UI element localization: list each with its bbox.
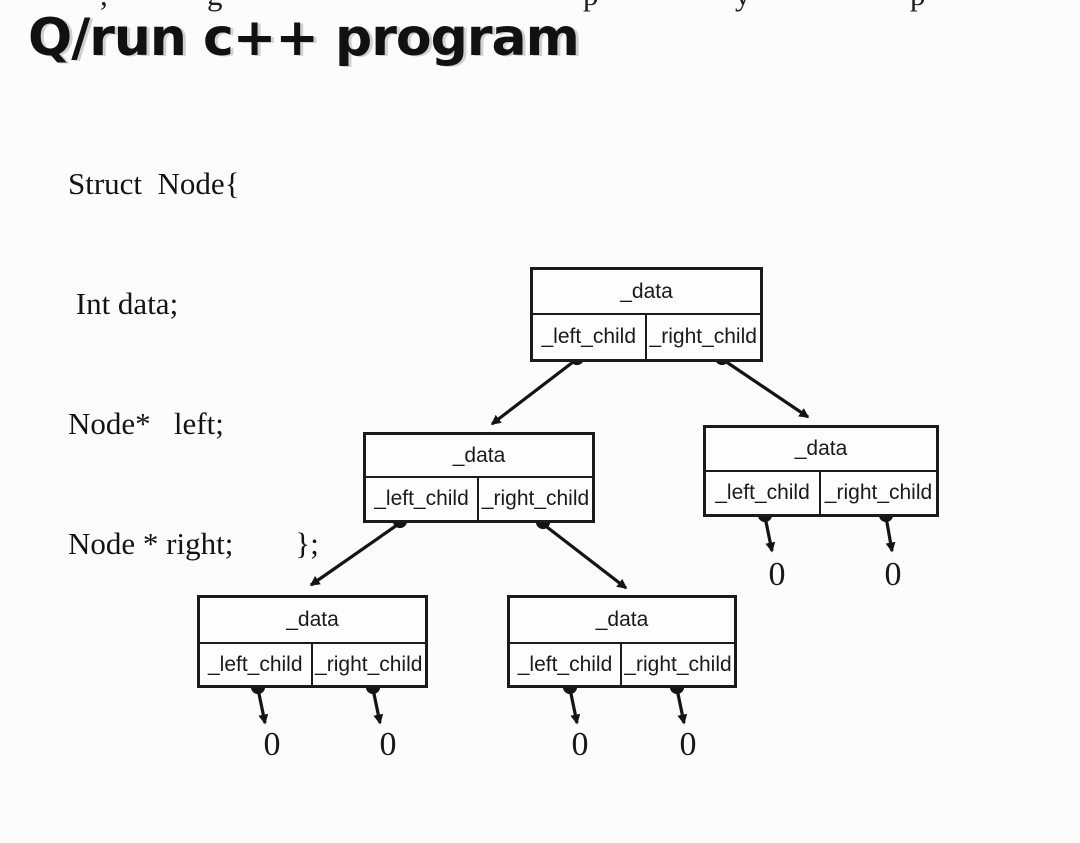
cropped-glyph: p [583, 0, 599, 13]
edge-root-right [721, 357, 810, 419]
tree-node-root: _data _left_child _right_child [530, 267, 763, 362]
null-pointer-label: 0 [263, 726, 281, 763]
node-left-child-field: _left_child [366, 478, 479, 520]
code-line-int-data: Int data; [68, 286, 179, 321]
cropped-glyph: g [207, 0, 223, 13]
edge-left-rightleaf [542, 522, 628, 590]
node-data-field: _data [533, 270, 760, 315]
edge-right-null-left [763, 516, 776, 553]
tree-node-left-right: _data _left_child _right_child [507, 595, 737, 688]
edge-right-null-right [884, 516, 896, 553]
tree-node-left: _data _left_child _right_child [363, 432, 595, 523]
null-pointer-label: 0 [679, 726, 697, 763]
node-right-child-field: _right_child [824, 481, 933, 504]
edge-leftleft-null-left [256, 688, 269, 725]
node-left-child-field: _left_child [510, 644, 622, 685]
tree-node-right: _data _left_child _right_child [703, 425, 939, 517]
node-data-field: _data [200, 598, 425, 644]
edge-leftright-null-right [675, 688, 688, 725]
cropped-text-line: , g p y p [0, 0, 1080, 13]
null-pointer-label: 0 [379, 726, 397, 763]
edge-left-leftleaf [309, 521, 401, 587]
tree-node-left-left: _data _left_child _right_child [197, 595, 428, 688]
node-data-field: _data [366, 435, 592, 478]
cropped-glyph: y [735, 0, 751, 13]
null-pointer-label: 0 [571, 726, 589, 763]
edge-leftright-null-left [568, 688, 581, 725]
node-left-child-field: _left_child [533, 315, 647, 359]
code-line-struct: Struct Node{ [68, 166, 240, 201]
node-right-child-field: _right_child [624, 652, 732, 676]
node-data-field: _data [510, 598, 734, 644]
node-right-child-field: _right_child [649, 325, 757, 348]
node-right-child-field: _right_child [315, 652, 423, 676]
node-left-child-field: _left_child [200, 644, 313, 685]
edge-leftleft-null-right [371, 688, 384, 725]
code-line-node-right: Node * right; }; [68, 526, 319, 561]
node-data-field: _data [706, 428, 936, 472]
cropped-glyph: p [910, 0, 926, 13]
edge-root-left [490, 357, 578, 426]
page-title: Q/run c++ program [28, 8, 580, 68]
cropped-glyph: , [100, 0, 108, 13]
null-pointer-label: 0 [768, 556, 786, 593]
null-pointer-label: 0 [884, 556, 902, 593]
code-block: Struct Node{ Int data; Node* left; Node … [68, 84, 319, 644]
code-line-node-left: Node* left; [68, 406, 224, 441]
node-left-child-field: _left_child [706, 472, 821, 514]
node-right-child-field: _right_child [481, 487, 590, 510]
